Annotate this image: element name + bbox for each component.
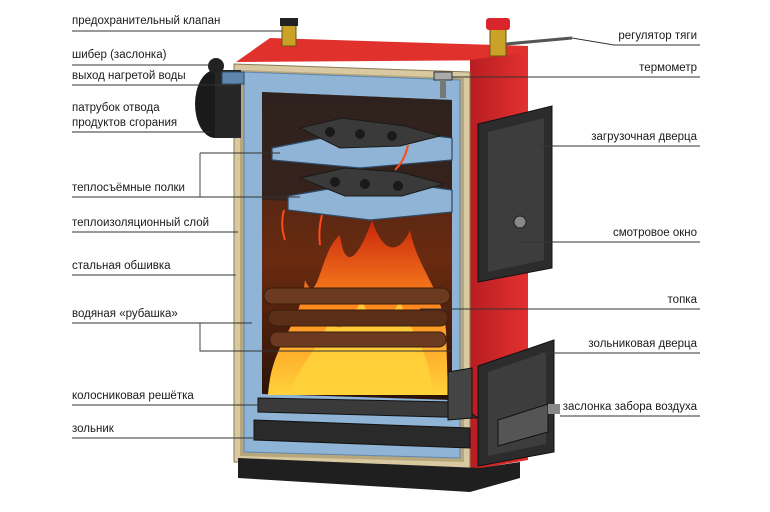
boiler-top (236, 38, 528, 62)
log (263, 287, 451, 305)
flow-arrow (281, 209, 286, 241)
draft-regulator (489, 25, 507, 57)
air-damper-knob (548, 404, 560, 414)
label-grate: колосниковая решётка (72, 390, 194, 402)
top-fittings (195, 18, 573, 138)
label-insulation: теплоизоляционный слой (72, 217, 209, 229)
labels-left: предохранительный клапан шибер (заслонка… (72, 15, 220, 435)
shelf-lower-plate (298, 167, 446, 197)
viewing-window-knob (513, 215, 527, 229)
thermometer (433, 71, 453, 81)
label-hot-water-outlet: выход нагретой воды (72, 70, 186, 82)
label-viewing-window: смотровое окно (613, 227, 697, 239)
thermometer-stem (440, 80, 446, 98)
safety-valve-cap (280, 18, 298, 26)
shelf-hole (355, 129, 365, 139)
label-firebox: топка (668, 294, 698, 306)
leader-lines (72, 30, 700, 439)
label-steel-skin: стальная обшивка (72, 260, 171, 272)
door-frame (447, 367, 473, 421)
shelf-hole (325, 127, 335, 137)
shelf-hole (330, 177, 340, 187)
draft-regulator-rod (505, 36, 573, 46)
loading-door-panel (488, 118, 544, 272)
log (269, 331, 447, 348)
label-damper: шибер (заслонка) (72, 49, 167, 61)
label-heat-shelves: теплосъёмные полки (72, 182, 185, 194)
flow-arrow (394, 144, 409, 171)
shelf-hole (360, 179, 370, 189)
label-loading-door: загрузочная дверца (591, 131, 697, 143)
shelf-upper-plate (298, 117, 442, 149)
shelf-hole (387, 131, 397, 141)
flow-arrow (318, 214, 323, 246)
damper-handle (208, 58, 224, 74)
label-water-jacket: водяная «рубашка» (72, 308, 178, 320)
labels-right: регулятор тяги термометр загрузочная две… (563, 30, 698, 413)
hot-water-outlet (221, 71, 245, 85)
label-thermometer: термометр (639, 62, 697, 74)
ash-pan (253, 419, 471, 449)
air-damper (497, 403, 549, 447)
label-ash-door: зольниковая дверца (588, 338, 697, 350)
label-draft-regulator: регулятор тяги (618, 30, 697, 42)
label-flue-pipe-line1: патрубок отвода (72, 102, 160, 114)
log (267, 309, 449, 327)
doors (447, 105, 560, 467)
label-air-damper: заслонка забора воздуха (563, 401, 698, 413)
label-ash-pan: зольник (72, 423, 115, 435)
label-flue-pipe-line2: продуктов сгорания (72, 117, 177, 129)
shelf-hole (393, 181, 403, 191)
draft-regulator-cap (486, 18, 510, 30)
boiler-base (238, 458, 520, 492)
label-safety-valve: предохранительный клапан (72, 15, 220, 27)
heat-shelves (271, 117, 453, 246)
